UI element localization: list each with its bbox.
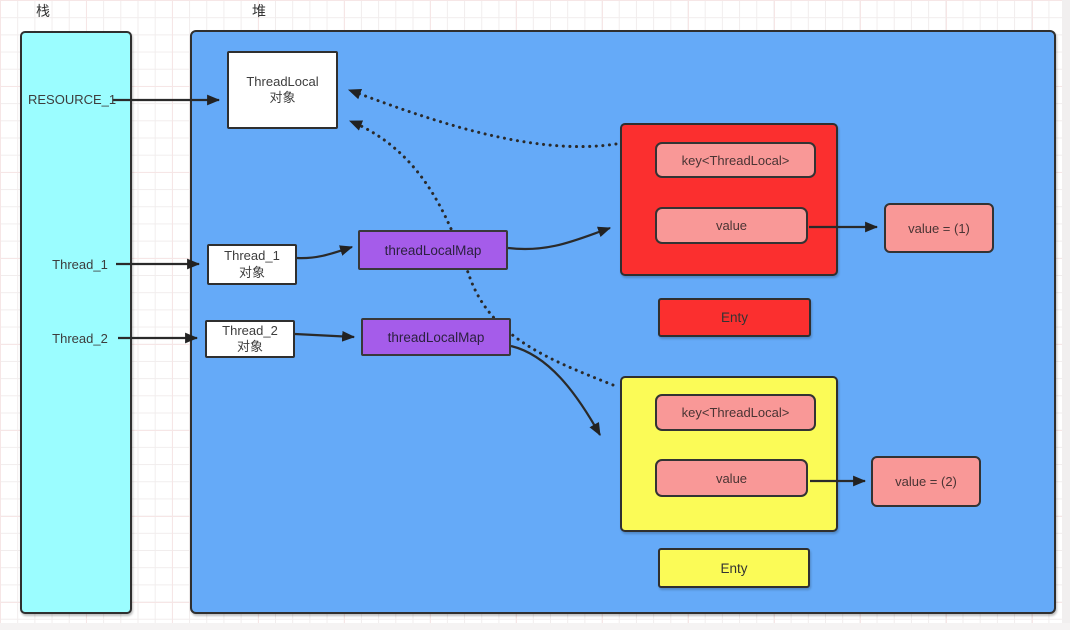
threadlocalmap2-node: threadLocalMap [361, 318, 511, 356]
entry2-tag-node: Enty [658, 548, 810, 588]
threadlocal-object-line1: ThreadLocal [246, 73, 319, 89]
page-edge-right [1062, 0, 1070, 630]
stack-region-label: 栈 [36, 3, 50, 19]
thread1-object-line1: Thread_1 [224, 248, 280, 264]
stack-item-resource1: RESOURCE_1 [28, 92, 117, 107]
stack-item-thread1: Thread_1 [52, 257, 108, 272]
entry1-result-node: value = (1) [884, 203, 994, 253]
entry2-value-node: value [655, 459, 808, 497]
stack-item-thread2: Thread_2 [52, 331, 108, 346]
threadlocalmap1-node: threadLocalMap [358, 230, 508, 270]
entry2-result-node: value = (2) [871, 456, 981, 507]
page-edge-bottom [0, 623, 1070, 630]
thread2-object-node: Thread_2 对象 [205, 320, 295, 358]
thread2-object-line1: Thread_2 [222, 322, 278, 338]
threadlocal-object-line2: 对象 [269, 90, 296, 105]
entry1-key-node: key<ThreadLocal> [655, 142, 816, 178]
thread1-object-line2: 对象 [238, 264, 265, 280]
threadlocal-object-node: ThreadLocal 对象 [227, 51, 338, 129]
stack-region-box [20, 31, 132, 614]
entry1-tag-node: Enty [658, 298, 811, 337]
thread1-object-node: Thread_1 对象 [207, 244, 297, 285]
heap-region-label: 堆 [252, 3, 266, 19]
entry2-key-node: key<ThreadLocal> [655, 394, 816, 431]
entry1-value-node: value [655, 207, 808, 244]
thread2-object-line2: 对象 [236, 339, 263, 354]
